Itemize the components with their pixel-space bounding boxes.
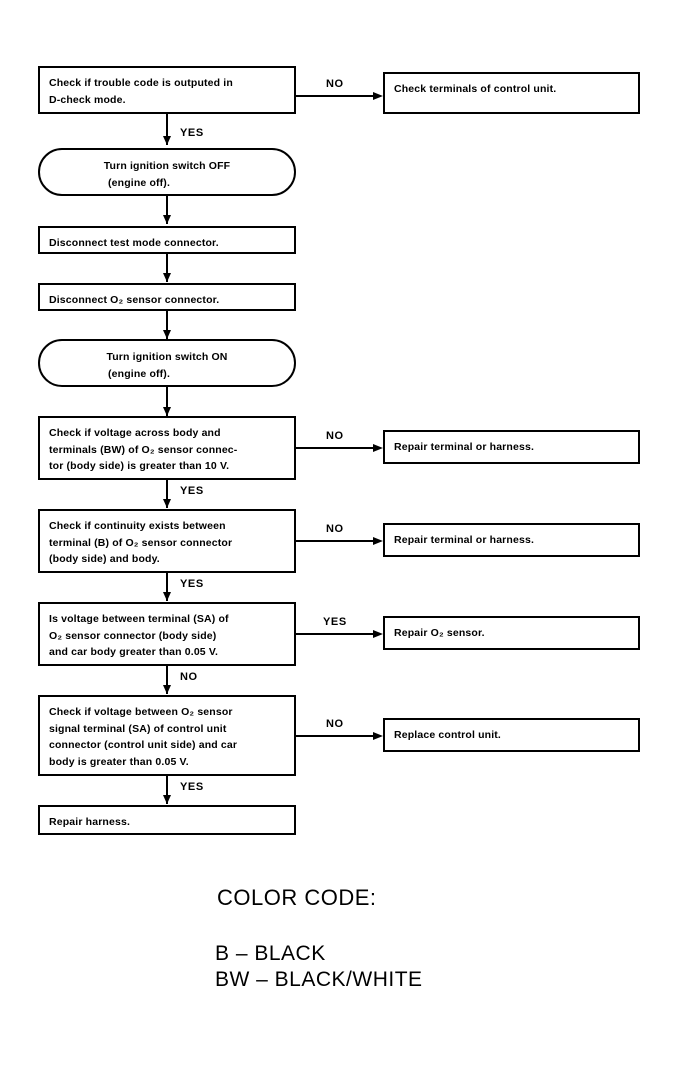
node-repair-terminal-or-harness-2: Repair terminal or harness.: [383, 523, 640, 557]
node-line: Check if voltage across body and: [49, 427, 221, 439]
node-line: Replace control unit.: [394, 729, 501, 741]
node-line: Check if voltage between O₂ sensor: [49, 706, 233, 718]
node-line: and car body greater than 0.05 V.: [49, 646, 219, 658]
node-repair-harness: Repair harness.: [38, 805, 296, 835]
color-code-title: COLOR CODE:: [217, 885, 377, 910]
node-line: Repair O₂ sensor.: [394, 627, 485, 639]
edge-label-n7-yes: YES: [180, 578, 204, 590]
edge-n6-no: [296, 447, 380, 449]
edge-label-n9-no: NO: [326, 718, 344, 730]
edge-n5-n6-arrowhead: [163, 407, 171, 416]
edge-n1-no: [296, 95, 380, 97]
edge-n1-yes: [166, 114, 168, 145]
node-line: Check if continuity exists between: [49, 520, 226, 532]
node-line: D-check mode.: [49, 93, 126, 106]
node-line: connector (control unit side) and car: [49, 739, 238, 751]
node-line: Turn ignition switch OFF: [103, 160, 231, 172]
edge-label-n9-yes: YES: [180, 781, 204, 793]
node-repair-terminal-or-harness-1: Repair terminal or harness.: [383, 430, 640, 464]
edge-n8-yes-arrowhead: [373, 630, 383, 638]
color-code-entry-bw: BW – BLACK/WHITE: [215, 968, 423, 991]
node-line: terminal (B) of O₂ sensor connector: [49, 536, 233, 549]
edge-label-n7-no: NO: [326, 523, 344, 535]
edge-n9-no-arrowhead: [373, 732, 383, 740]
node-turn-ignition-on: Turn ignition switch ON (engine off).: [38, 339, 296, 387]
node-line: Disconnect O₂ sensor connector.: [49, 294, 220, 306]
edge-label-n6-no: NO: [326, 430, 344, 442]
node-line: Check terminals of control unit.: [394, 83, 557, 95]
node-check-continuity-b-terminal: Check if continuity exists between termi…: [38, 509, 296, 573]
edge-n7-no: [296, 540, 380, 542]
node-line: terminals (BW) of O₂ sensor connec-: [49, 443, 238, 456]
edge-n7-no-arrowhead: [373, 537, 383, 545]
edge-n3-n4: [166, 254, 168, 282]
edge-n5-n6: [166, 387, 168, 418]
edge-n2-n3-arrowhead: [163, 215, 171, 224]
edge-n9-yes-arrowhead: [163, 795, 171, 804]
node-line: O₂ sensor connector (body side): [49, 629, 217, 642]
edge-n6-yes: [166, 480, 168, 508]
node-line: Is voltage between terminal (SA) of: [49, 613, 229, 625]
edge-n9-yes: [166, 776, 168, 804]
node-line: (body side) and body.: [49, 553, 160, 565]
edge-n6-no-arrowhead: [373, 444, 383, 452]
node-turn-ignition-off: Turn ignition switch OFF (engine off).: [38, 148, 296, 196]
edge-n8-no-arrowhead: [163, 685, 171, 694]
edge-label-n6-yes: YES: [180, 485, 204, 497]
node-is-voltage-sa-terminal: Is voltage between terminal (SA) of O₂ s…: [38, 602, 296, 666]
node-replace-control-unit: Replace control unit.: [383, 718, 640, 752]
node-line: Disconnect test mode connector.: [49, 237, 219, 249]
edge-n6-yes-arrowhead: [163, 499, 171, 508]
edge-n7-yes-arrowhead: [163, 592, 171, 601]
edge-n1-no-arrowhead: [373, 92, 383, 100]
node-line: Repair harness.: [49, 816, 131, 828]
node-check-trouble-code: Check if trouble code is outputed in D-c…: [38, 66, 296, 114]
edge-n4-n5: [166, 311, 168, 339]
color-code-entry-b: B – BLACK: [215, 942, 326, 965]
edge-label-n1-yes: YES: [180, 127, 204, 139]
node-line: body is greater than 0.05 V.: [49, 755, 189, 768]
edge-n1-yes-arrowhead: [163, 136, 171, 145]
node-disconnect-test-mode-connector: Disconnect test mode connector.: [38, 226, 296, 254]
node-line: Repair terminal or harness.: [394, 441, 535, 453]
node-check-voltage-bw-terminal: Check if voltage across body and termina…: [38, 416, 296, 480]
edge-n9-no: [296, 735, 380, 737]
node-line: tor (body side) is greater than 10 V.: [49, 460, 230, 472]
node-line: (engine off).: [108, 176, 171, 189]
edge-label-n8-yes: YES: [323, 616, 347, 628]
node-line: (engine off).: [108, 367, 171, 380]
node-check-terminals-control-unit: Check terminals of control unit.: [383, 72, 640, 114]
edge-n2-n3: [166, 196, 168, 224]
node-disconnect-o2-sensor-connector: Disconnect O₂ sensor connector.: [38, 283, 296, 311]
node-line: Turn ignition switch ON: [106, 351, 228, 363]
node-repair-o2-sensor: Repair O₂ sensor.: [383, 616, 640, 650]
node-check-voltage-control-unit: Check if voltage between O₂ sensor signa…: [38, 695, 296, 776]
node-line: Check if trouble code is outputed in: [49, 77, 233, 89]
edge-n8-yes: [296, 633, 380, 635]
edge-n4-n5-arrowhead: [163, 330, 171, 339]
edge-n8-no: [166, 666, 168, 694]
edge-label-n1-no: NO: [326, 78, 344, 90]
edge-n3-n4-arrowhead: [163, 273, 171, 282]
edge-label-n8-no: NO: [180, 671, 198, 683]
node-line: Repair terminal or harness.: [394, 534, 535, 546]
edge-n7-yes: [166, 573, 168, 601]
node-line: signal terminal (SA) of control unit: [49, 722, 227, 735]
